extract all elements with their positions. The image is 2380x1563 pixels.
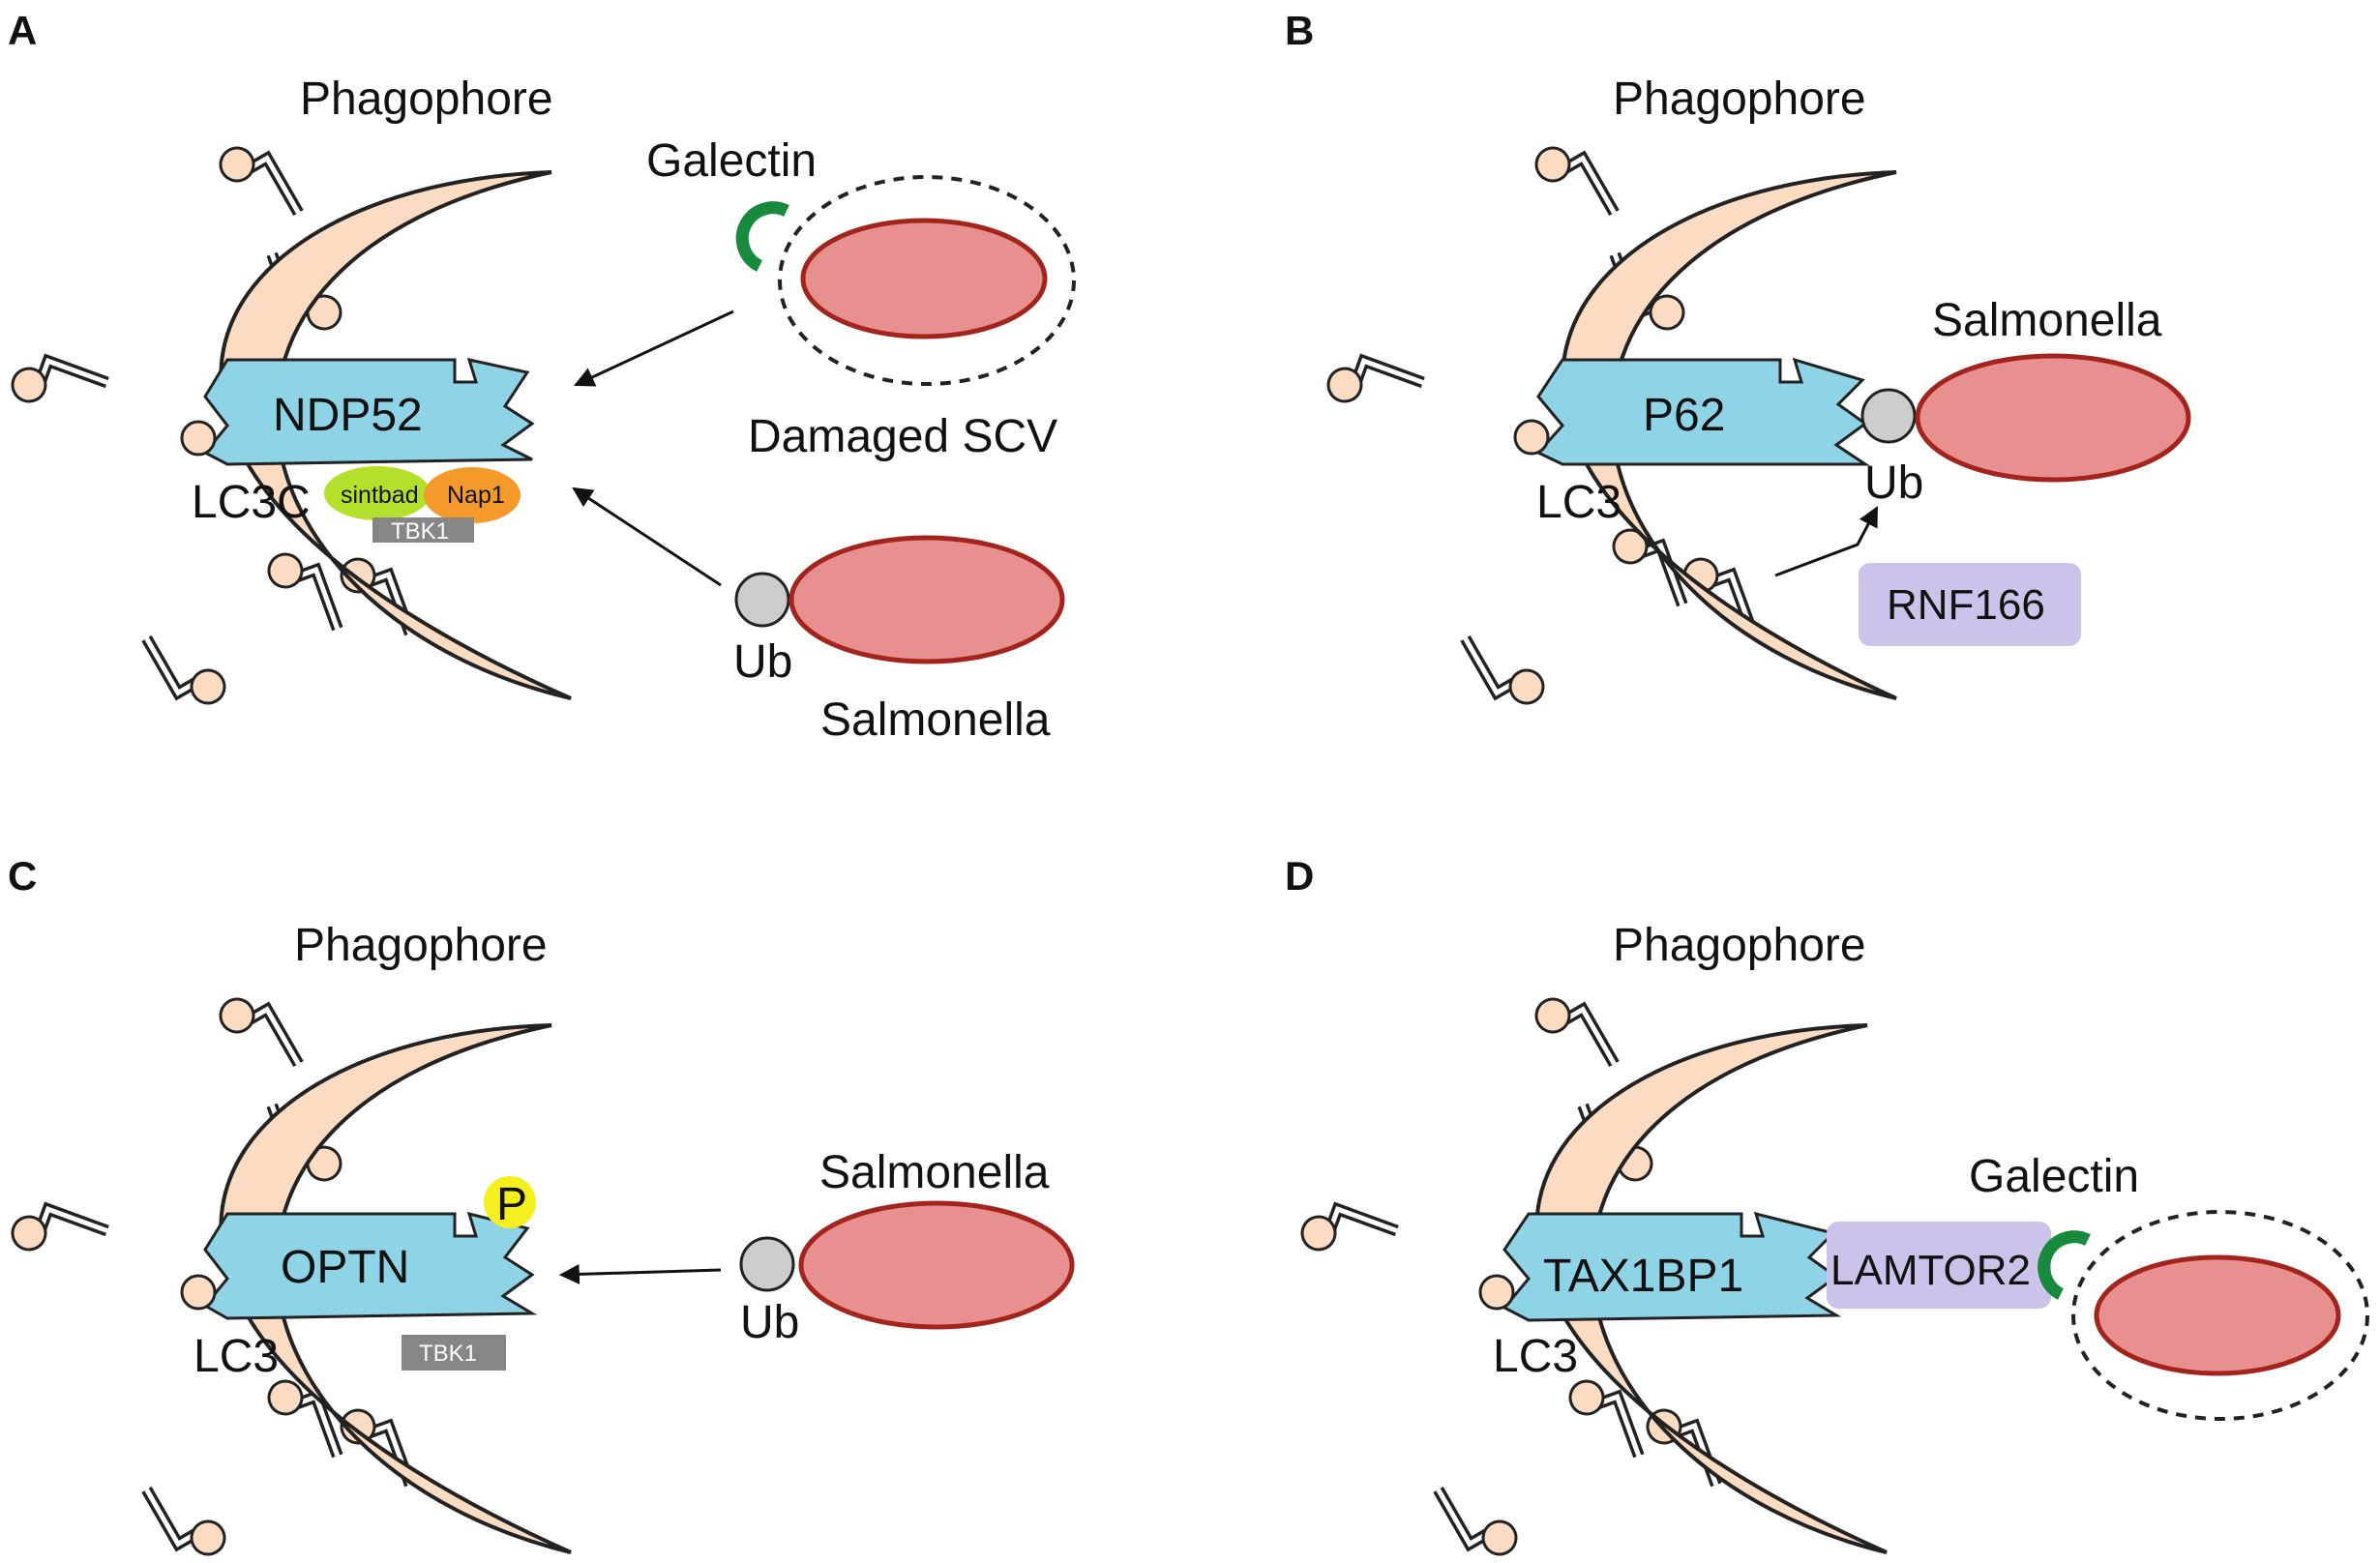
phagophore-crescent	[1561, 170, 1897, 700]
receptor-label: P62	[1643, 390, 1725, 441]
salmonella-in-scv	[2094, 1254, 2341, 1376]
phospho-label: P	[496, 1179, 527, 1230]
damaged-scv-membrane	[778, 175, 1076, 386]
ub-label: Ub	[1864, 457, 1923, 509]
phagophore-label: Phagophore	[300, 74, 553, 125]
salmonella-bacterium	[798, 1200, 1075, 1330]
lamtor2-box	[1827, 1222, 2051, 1309]
tbk1-label: TBK1	[391, 518, 449, 545]
lc3-anchor-icon	[180, 420, 217, 457]
salmonella-bacterium	[788, 535, 1065, 664]
arrow-icon	[574, 310, 734, 387]
phagophore-crescent	[1534, 1023, 1888, 1554]
salmonella-in-scv	[800, 218, 1048, 339]
salmonella-label: Salmonella	[1932, 295, 2162, 346]
tbk1-box	[372, 517, 474, 543]
sintbad-label: sintbad	[341, 482, 419, 509]
panel-c: C Phagophore OPTN P LC3 TBK1 Ub Salmonel…	[8, 853, 1075, 1563]
lc3-anchor-icon	[1478, 1274, 1515, 1311]
galectin-arc-icon	[735, 201, 789, 272]
receptor-label: TAX1BP1	[1543, 1251, 1743, 1302]
lc3-label: LC3	[1536, 477, 1621, 528]
panel-letter-b: B	[1285, 8, 1314, 53]
galectin-label: Galectin	[646, 135, 817, 187]
rnf166-box	[1859, 563, 2081, 646]
arrow-icon	[558, 1263, 722, 1284]
nap1-ellipse	[424, 467, 521, 523]
ubiquitin-circle-icon	[734, 572, 790, 628]
panel-d: D Phagophore TAX1BP1 LC3 LAMTOR2 Galecti…	[1285, 853, 2369, 1563]
panel-letter-a: A	[8, 8, 37, 53]
ub-label: Ub	[733, 636, 792, 688]
arrow-icon	[1774, 506, 1879, 577]
sintbad-ellipse	[324, 466, 431, 520]
ubiquitin-circle-icon	[1860, 388, 1917, 444]
arrow-icon	[572, 487, 722, 587]
phagophore-crescent	[219, 170, 572, 700]
galectin-label: Galectin	[1969, 1151, 2139, 1202]
tbk1-box	[402, 1335, 506, 1371]
phagophore-label: Phagophore	[294, 920, 548, 971]
lc3-anchor-icon	[1513, 419, 1550, 456]
damaged-scv-membrane	[2071, 1210, 2369, 1421]
phagophore-label: Phagophore	[1613, 74, 1866, 125]
optn-receptor	[202, 1211, 538, 1320]
galectin-arc-icon	[2038, 1230, 2091, 1300]
lc3-label: LC3	[1493, 1331, 1578, 1382]
salmonella-bacterium	[1915, 353, 2191, 483]
adaptor-label: LAMTOR2	[1830, 1247, 2031, 1294]
salmonella-label: Salmonella	[819, 1147, 1050, 1198]
ndp52-receptor	[202, 357, 535, 466]
ligase-label: RNF166	[1887, 581, 2045, 629]
panel-letter-c: C	[8, 853, 37, 899]
lc3-anchor-icon	[180, 1274, 217, 1311]
tbk1-label: TBK1	[419, 1341, 477, 1367]
phagophore-label: Phagophore	[1613, 920, 1866, 971]
salmonella-label: Salmonella	[820, 694, 1051, 746]
receptor-label: OPTN	[281, 1242, 409, 1293]
ub-label: Ub	[740, 1297, 799, 1348]
damaged-scv-label: Damaged SCV	[748, 411, 1057, 462]
panel-a: A Phagophore NDP52 LC3C sintbad Nap1 TBK…	[8, 8, 1076, 746]
phospho-circle	[484, 1176, 536, 1228]
receptor-label: NDP52	[273, 390, 423, 441]
panel-b: B Phagophore P62 LC3 Ub Salmonella RNF16…	[1285, 8, 2191, 716]
nap1-label: Nap1	[447, 482, 505, 509]
lc3-label: LC3C	[192, 477, 311, 528]
panel-letter-d: D	[1285, 853, 1314, 899]
lc3-label: LC3	[193, 1331, 279, 1382]
ubiquitin-circle-icon	[739, 1236, 795, 1292]
phagophore-crescent	[219, 1023, 572, 1554]
